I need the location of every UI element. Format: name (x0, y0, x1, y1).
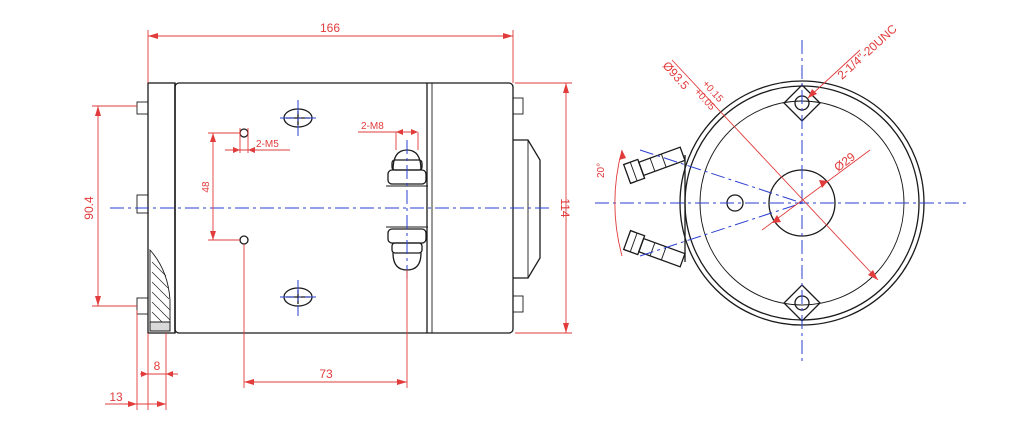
m5-hole-top (239, 128, 249, 138)
pilot-dia-label: Ø93.5 (660, 59, 692, 93)
end-stud-top (512, 97, 524, 115)
cutaway-hatch (151, 261, 171, 324)
terminal-top-axis (639, 149, 803, 204)
bore-dia-leader (761, 149, 871, 231)
dim-13-label: 13 (109, 390, 123, 404)
m5-hole-bottom (239, 235, 249, 245)
angle-label: 20° (596, 163, 607, 178)
flange-stud-middle (136, 194, 149, 214)
m8-label: 2-M8 (361, 121, 384, 132)
dim-114-label: 114 (558, 198, 572, 217)
unc-label: 2-1/4"-20UNC (835, 21, 900, 82)
dim-73-label: 73 (319, 367, 333, 381)
unc-leader (807, 49, 861, 99)
end-terminal-top (622, 146, 686, 185)
end-cap (513, 139, 541, 279)
pilot-dia-line (671, 59, 879, 281)
end-stud-bottom (512, 295, 524, 313)
terminal-bottom-axis (639, 202, 803, 257)
m5-label: 2-M5 (256, 139, 279, 150)
flange-foot (149, 321, 171, 332)
dim-48-label: 48 (201, 181, 212, 193)
end-terminal-bottom (622, 229, 686, 268)
dim-166-label: 166 (320, 21, 340, 35)
end-view: 20° Ø93.5 +0.15 +0.05 Ø29 2-1/4"-20UNC (595, 21, 968, 365)
flange-stud-bottom (136, 297, 149, 315)
bore-dia-label: Ø29 (831, 149, 858, 174)
flange-cutaway (149, 248, 171, 326)
dim-90-label: 90.4 (82, 196, 96, 220)
flange-stud-top (136, 101, 149, 115)
side-view: 166 114 90.4 48 2-M5 2-M8 (82, 21, 572, 410)
angle-arc (614, 149, 623, 257)
dim-8-label: 8 (154, 359, 161, 373)
